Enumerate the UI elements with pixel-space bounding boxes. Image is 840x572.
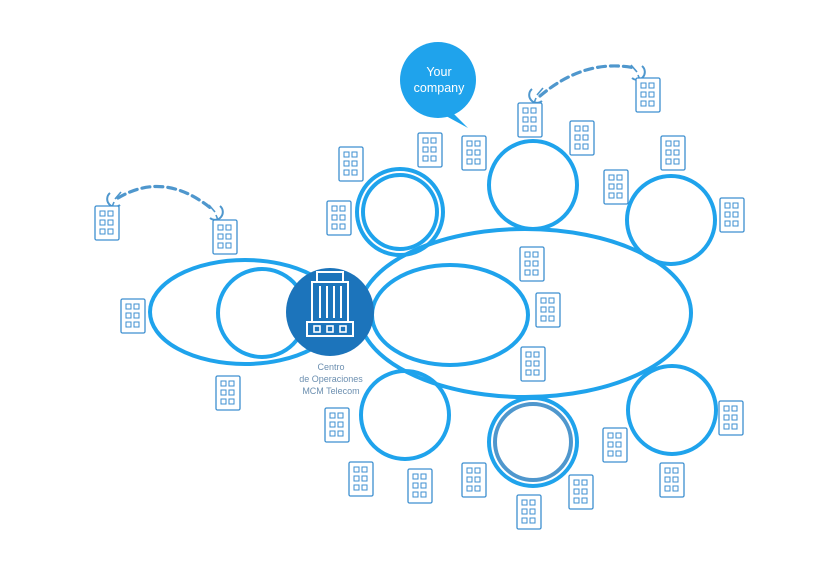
building-icon bbox=[326, 200, 352, 236]
building-icon bbox=[338, 146, 364, 182]
building-icon bbox=[517, 102, 543, 138]
wireless-link-right bbox=[538, 64, 637, 98]
hub-label: Centro de Operaciones MCM Telecom bbox=[299, 362, 363, 396]
operations-center-hub bbox=[286, 268, 374, 356]
satellite-dish-icon bbox=[106, 191, 122, 208]
wireless-link-left bbox=[116, 184, 215, 212]
ring-bottom-center-inner bbox=[493, 402, 573, 482]
building-icon bbox=[535, 292, 561, 328]
building-icon bbox=[719, 197, 745, 233]
building-icon bbox=[520, 346, 546, 382]
building-icon bbox=[516, 494, 542, 530]
ring-bottom-right bbox=[626, 364, 718, 456]
ring-right bbox=[625, 174, 717, 266]
building-icon bbox=[461, 462, 487, 498]
hub-label-line-1: Centro bbox=[317, 362, 344, 372]
ring-top-center bbox=[487, 139, 579, 231]
building-icon bbox=[94, 205, 120, 241]
satellite-dish-icon bbox=[208, 204, 224, 221]
building-icon bbox=[718, 400, 744, 436]
building-icon bbox=[348, 461, 374, 497]
building-icon bbox=[212, 219, 238, 255]
building-icon bbox=[120, 298, 146, 334]
building-icon bbox=[659, 462, 685, 498]
building-icon bbox=[519, 246, 545, 282]
server-tower-icon bbox=[306, 271, 354, 337]
ring-main-inner bbox=[370, 263, 530, 367]
ring-bottom-center-outer bbox=[487, 396, 579, 488]
bubble-label-line-1: Your bbox=[426, 65, 451, 79]
building-icon bbox=[407, 468, 433, 504]
building-icon bbox=[461, 135, 487, 171]
building-icon bbox=[324, 407, 350, 443]
bubble-label-line-2: company bbox=[414, 81, 465, 95]
building-icon bbox=[215, 375, 241, 411]
hub-label-line-2: de Operaciones bbox=[299, 374, 363, 384]
buildings-layer bbox=[94, 77, 745, 530]
building-icon bbox=[635, 77, 661, 113]
building-icon bbox=[660, 135, 686, 171]
building-icon bbox=[603, 169, 629, 205]
speech-bubble-icon: Your company bbox=[400, 42, 476, 128]
building-icon bbox=[569, 120, 595, 156]
ring-bottom-left bbox=[359, 369, 451, 461]
building-icon bbox=[602, 427, 628, 463]
ring-top-left-inner bbox=[361, 173, 439, 251]
building-icon bbox=[417, 132, 443, 168]
ring-top-left-outer bbox=[355, 167, 445, 257]
hub-label-line-3: MCM Telecom bbox=[302, 386, 359, 396]
satellite-dish-icon bbox=[528, 87, 544, 104]
building-icon bbox=[568, 474, 594, 510]
